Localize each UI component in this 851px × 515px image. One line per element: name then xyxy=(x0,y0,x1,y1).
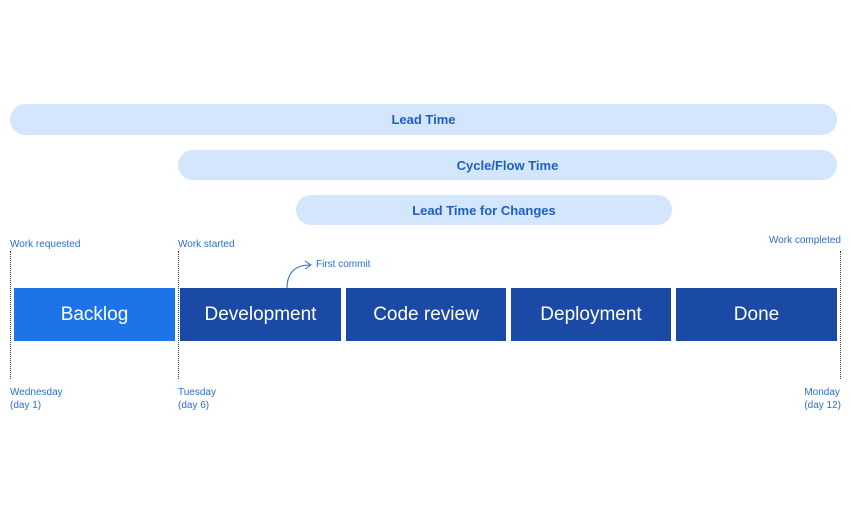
lead-time-label: Lead Time xyxy=(391,112,456,127)
stage-done-label: Done xyxy=(733,303,780,325)
first-commit-label: First commit xyxy=(316,259,371,270)
started-date-label: Tuesday (day 6) xyxy=(178,386,216,412)
stage-deployment-label: Deployment xyxy=(540,303,642,325)
lead-time-for-changes-bar: Lead Time for Changes xyxy=(296,195,672,225)
stage-development: Development xyxy=(180,288,341,341)
work-requested-label: Work requested xyxy=(10,239,81,250)
stage-development-label: Development xyxy=(204,303,317,325)
stage-done: Done xyxy=(676,288,837,341)
work-started-label: Work started xyxy=(178,239,235,250)
work-completed-marker xyxy=(840,251,841,379)
stage-backlog: Backlog xyxy=(14,288,175,341)
stage-code-review: Code review xyxy=(346,288,506,341)
cycle-flow-time-label: Cycle/Flow Time xyxy=(456,157,559,173)
work-started-marker xyxy=(178,251,179,379)
start-day-number: (day 1) xyxy=(10,400,42,411)
first-commit-arrow-icon xyxy=(286,260,312,289)
started-day-number: (day 6) xyxy=(178,400,210,411)
stage-code-review-label: Code review xyxy=(373,303,479,325)
end-day-number: (day 12) xyxy=(804,400,841,411)
start-date-label: Wednesday (day 1) xyxy=(10,386,63,412)
start-day: Wednesday xyxy=(10,387,63,398)
work-requested-marker xyxy=(10,251,11,379)
work-completed-label: Work completed xyxy=(768,235,841,246)
started-day: Tuesday xyxy=(178,387,216,398)
end-day: Monday xyxy=(804,387,840,398)
end-date-label: Monday (day 12) xyxy=(804,386,841,412)
lead-time-for-changes-label: Lead Time for Changes xyxy=(412,202,556,218)
stage-deployment: Deployment xyxy=(511,288,671,341)
lead-time-bar: Lead Time xyxy=(10,104,837,135)
cycle-flow-time-bar: Cycle/Flow Time xyxy=(178,150,837,180)
stage-backlog-label: Backlog xyxy=(60,303,129,325)
